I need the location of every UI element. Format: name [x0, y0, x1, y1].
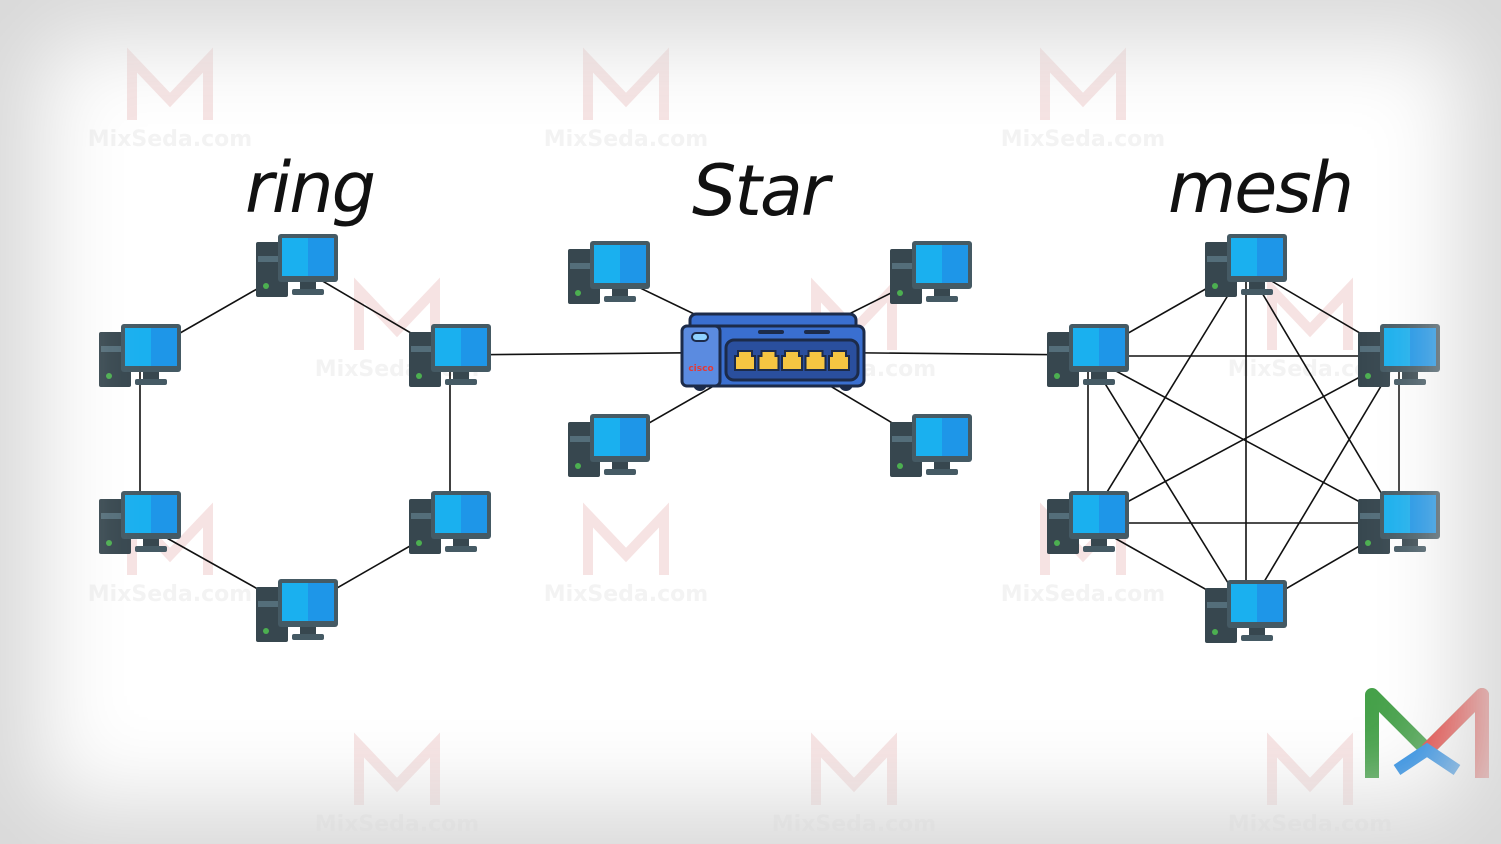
- mixseda-logo: [1365, 688, 1489, 778]
- watermark-text: MixSeda.com: [1001, 582, 1165, 607]
- watermark: MixSeda.com: [315, 732, 479, 837]
- watermark: MixSeda.com: [88, 47, 252, 152]
- ethernet-port: [781, 350, 803, 371]
- ethernet-port: [804, 350, 827, 371]
- mesh-link: [1087, 265, 1247, 524]
- mesh-computer: [1205, 580, 1287, 643]
- watermark: MixSeda.com: [1228, 732, 1392, 837]
- watermark-text: MixSeda.com: [88, 127, 252, 152]
- watermark-text: MixSeda.com: [772, 812, 936, 837]
- ring-computer: [256, 234, 338, 297]
- ethernet-port: [734, 350, 756, 371]
- watermark-text: MixSeda.com: [1001, 127, 1165, 152]
- watermark: MixSeda.com: [544, 47, 708, 152]
- switch-brand: cisco: [688, 364, 713, 374]
- mesh-link: [1245, 265, 1400, 524]
- mesh-computer: [1358, 491, 1440, 554]
- mesh-link: [1245, 355, 1400, 613]
- star-computer: [568, 414, 650, 477]
- ring-computer: [99, 491, 181, 554]
- ethernet-port: [757, 350, 780, 371]
- watermark-text: MixSeda.com: [1228, 812, 1392, 837]
- watermark: MixSeda.com: [1001, 47, 1165, 152]
- watermark: MixSeda.com: [544, 502, 708, 607]
- computers: [99, 234, 1440, 643]
- ethernet-port: [828, 350, 850, 371]
- watermark: MixSeda.com: [772, 732, 936, 837]
- watermark-text: MixSeda.com: [544, 582, 708, 607]
- star-computer: [890, 241, 972, 304]
- watermark-text: MixSeda.com: [544, 127, 708, 152]
- mesh-link: [1087, 355, 1247, 613]
- mesh-link: [1087, 355, 1400, 524]
- mesh-title: mesh: [1168, 147, 1352, 229]
- watermark-text: MixSeda.com: [315, 812, 479, 837]
- watermark-text: MixSeda.com: [88, 582, 252, 607]
- network-switch: cisco: [680, 312, 866, 391]
- star-computer: [890, 414, 972, 477]
- star-computer: [568, 241, 650, 304]
- star-title: Star: [692, 150, 834, 232]
- ring-computer: [256, 579, 338, 642]
- ring-title: ring: [245, 147, 374, 229]
- ring-computer: [409, 491, 491, 554]
